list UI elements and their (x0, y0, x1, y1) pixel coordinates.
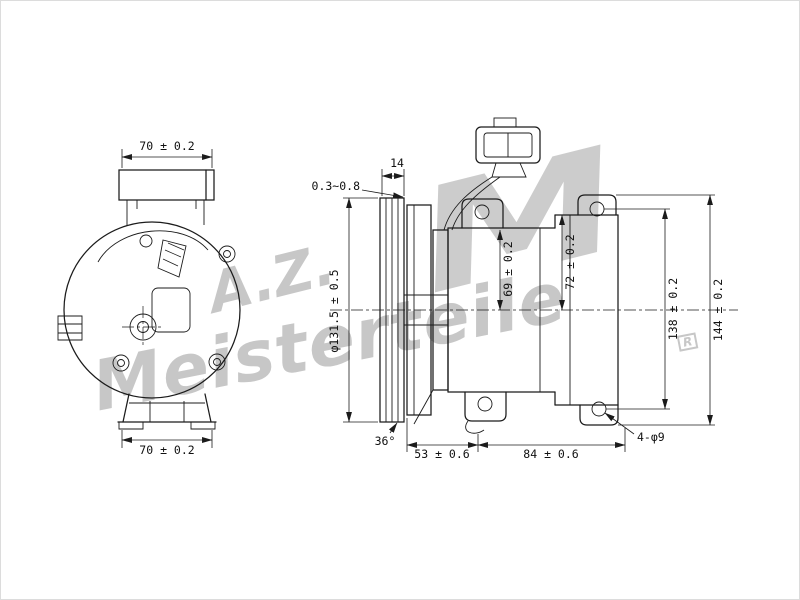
dim-pulley-diameter: φ131.5 ± 0.5 (327, 269, 341, 352)
dim-air-gap: 0.3~0.8 (312, 179, 361, 193)
dim-height-69: 69 ± 0.2 (501, 241, 515, 296)
dim-length-84: 84 ± 0.6 (523, 447, 578, 461)
dim-height-144: 144 ± 0.2 (711, 279, 725, 341)
dim-front-width-bottom: 70 ± 0.2 (139, 443, 194, 457)
dim-groove-angle: 36° (375, 434, 396, 448)
dim-length-53: 53 ± 0.6 (414, 447, 469, 461)
dim-groove-width: 14 (390, 156, 404, 170)
dim-height-72: 72 ± 0.2 (563, 234, 577, 289)
front-view: 70 ± 0.2 (57, 139, 241, 457)
side-view: φ131.5 ± 0.5 14 0.3~0.8 69 ± 0.2 72 ± 0.… (312, 117, 738, 461)
dim-front-width-top: 70 ± 0.2 (139, 139, 194, 153)
dim-mount-holes: 4-φ9 (637, 430, 665, 444)
dim-height-138: 138 ± 0.2 (666, 278, 680, 340)
